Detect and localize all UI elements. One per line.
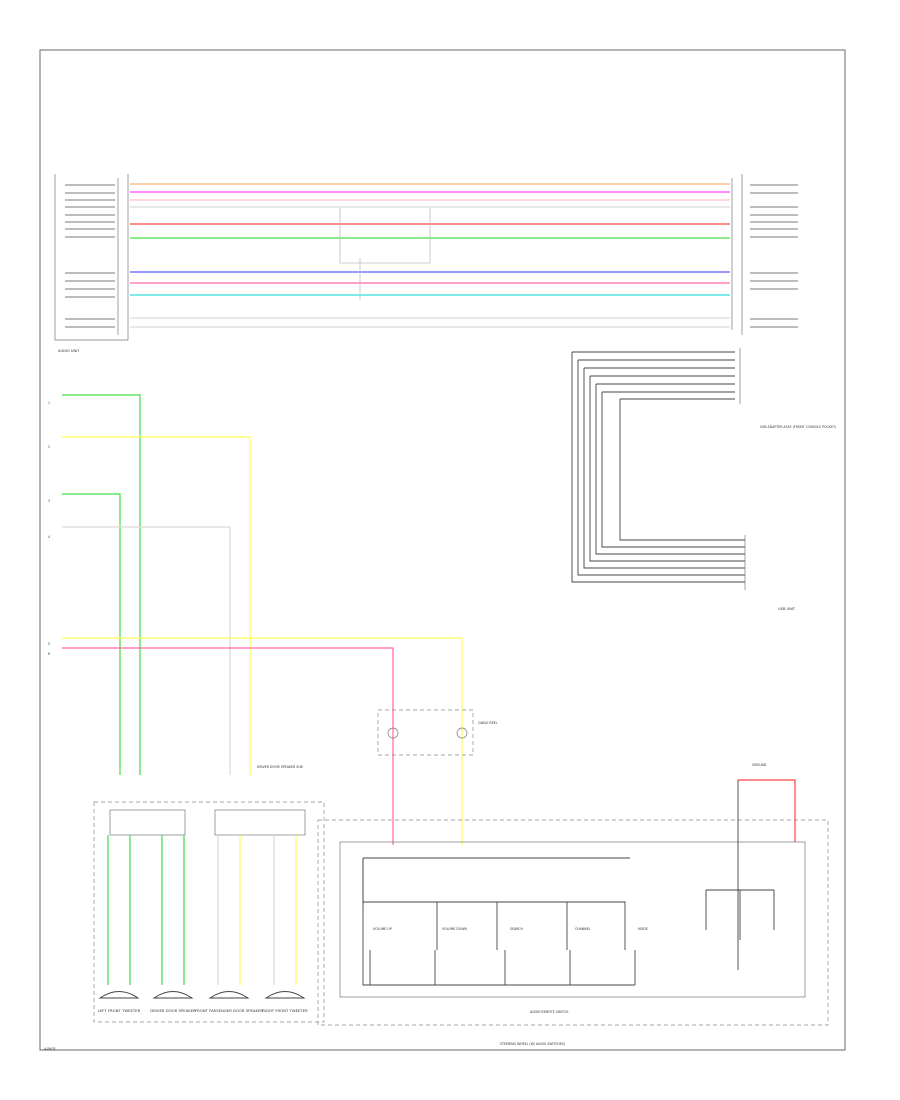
svg-text:VOLUME DOWN: VOLUME DOWN xyxy=(442,927,467,931)
wire-white-feed xyxy=(62,526,231,775)
left-pin-numbers: 1 2 3 4 5 6 xyxy=(48,401,50,656)
right-connector xyxy=(731,174,743,335)
wire-yellow-feed xyxy=(62,436,251,775)
audio-remote-switch-label: AUDIO REMOTE SWITCH xyxy=(530,1010,569,1014)
audio-unit-label: AUDIO UNIT xyxy=(58,349,80,353)
svg-text:3: 3 xyxy=(48,499,50,503)
wire-yellow-steer xyxy=(62,637,463,845)
speaker-symbols xyxy=(98,991,306,999)
svg-text:SEARCH: SEARCH xyxy=(510,927,523,931)
page-ref: A-PAGE xyxy=(44,1047,56,1051)
top-wire-bundle xyxy=(130,183,730,328)
speaker-caption-2: DRIVER DOOR SPEAKER xyxy=(150,1008,196,1013)
wire-green-feed-2 xyxy=(62,493,121,775)
svg-text:MODE: MODE xyxy=(638,927,648,931)
speaker-sub-connectors xyxy=(93,801,325,1023)
audio-pin-labels xyxy=(65,184,798,328)
page-frame xyxy=(39,49,846,1051)
switch-labels: VOLUME UP VOLUME DOWN SEARCH CHANNEL MOD… xyxy=(373,927,648,931)
speaker-caption-4: RIGHT FRONT TWEETER xyxy=(262,1008,308,1013)
usb-adapter-label: USB ADAPTER ASSY (FRONT CONSOLE POCKET) xyxy=(760,425,836,429)
cable-reel xyxy=(377,709,474,756)
speaker-caption-3: FRONT PASSENGER DOOR SPEAKER xyxy=(195,1008,263,1013)
svg-text:1: 1 xyxy=(48,401,50,405)
audio-unit-connector xyxy=(54,174,129,341)
svg-text:6: 6 xyxy=(48,652,50,656)
cable-reel-label: CABLE REEL xyxy=(478,721,498,725)
wire-pink-steer xyxy=(62,647,394,845)
wire-green-feed-1 xyxy=(62,394,141,775)
svg-text:VOLUME UP: VOLUME UP xyxy=(373,927,392,931)
usb-harness xyxy=(571,348,746,590)
usb-unit-label: USB UNIT xyxy=(778,607,796,611)
svg-text:CHANNEL: CHANNEL xyxy=(575,927,591,931)
svg-text:2: 2 xyxy=(48,445,50,449)
steering-wheel-label: STEERING WHEEL (W/ AUDIO SWITCHES) xyxy=(500,1042,565,1046)
svg-text:5: 5 xyxy=(48,642,50,646)
horn-block xyxy=(705,780,775,970)
horn-red-wire xyxy=(738,779,796,842)
grounding-label: GROUND xyxy=(752,763,767,767)
audio-remote-switch xyxy=(339,841,806,998)
speaker-caption-1: LEFT FRONT TWEETER xyxy=(98,1008,141,1013)
svg-text:4: 4 xyxy=(48,535,50,539)
speaker-sub-label: DRIVER DOOR SPEAKER SUB xyxy=(257,765,303,769)
